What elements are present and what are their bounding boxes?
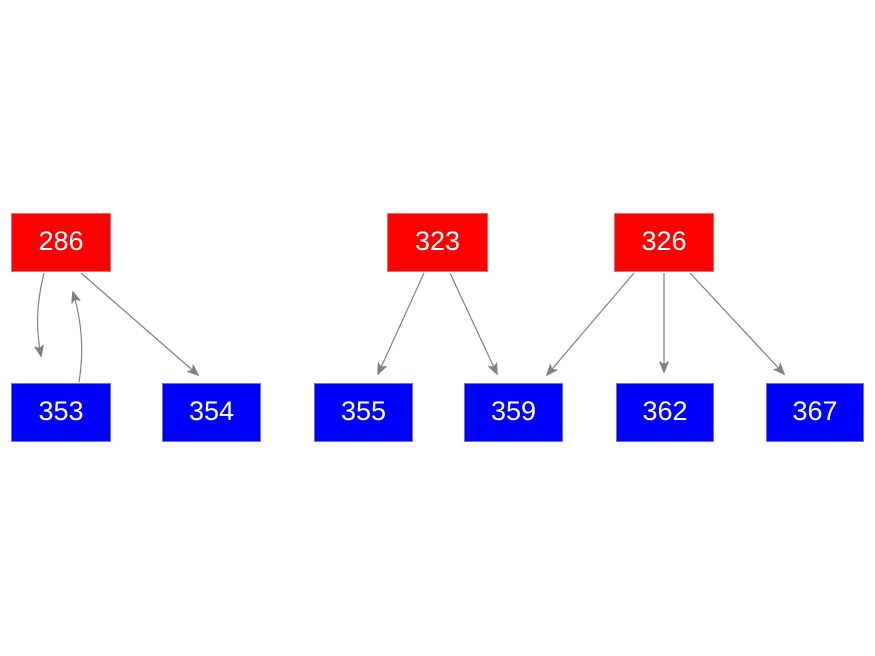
graph-node-label: 367 <box>792 396 838 426</box>
graph-node-label: 286 <box>38 226 84 256</box>
graph-node-367[interactable]: 367 <box>766 383 864 442</box>
graph-node-label: 355 <box>340 396 387 426</box>
graph-edge-326-to-359 <box>547 272 635 375</box>
graph-edge-323-to-355 <box>378 272 425 374</box>
graph-node-label: 323 <box>414 226 461 256</box>
graph-node-label: 353 <box>38 396 84 426</box>
graph-edge-353-to-286 <box>73 292 83 383</box>
graph-node-355[interactable]: 355 <box>314 383 413 442</box>
graph-node-362[interactable]: 362 <box>616 383 714 442</box>
graph-edge-286-to-354 <box>80 272 198 375</box>
graph-node-label: 326 <box>641 226 687 256</box>
graph-node-354[interactable]: 354 <box>162 383 261 442</box>
graph-node-label: 354 <box>188 396 235 426</box>
graph-node-label: 359 <box>490 396 537 426</box>
graph-node-label: 362 <box>642 396 688 426</box>
graph-node-286[interactable]: 286 <box>11 213 111 272</box>
graph-node-323[interactable]: 323 <box>387 213 488 272</box>
graph-node-359[interactable]: 359 <box>464 383 563 442</box>
edges-group <box>38 272 784 383</box>
graph-node-353[interactable]: 353 <box>11 383 111 442</box>
graph-edge-286-to-353 <box>38 272 45 356</box>
graph-edge-326-to-367 <box>689 272 784 374</box>
graph-edge-323-to-359 <box>449 272 497 374</box>
graph-node-326[interactable]: 326 <box>614 213 714 272</box>
